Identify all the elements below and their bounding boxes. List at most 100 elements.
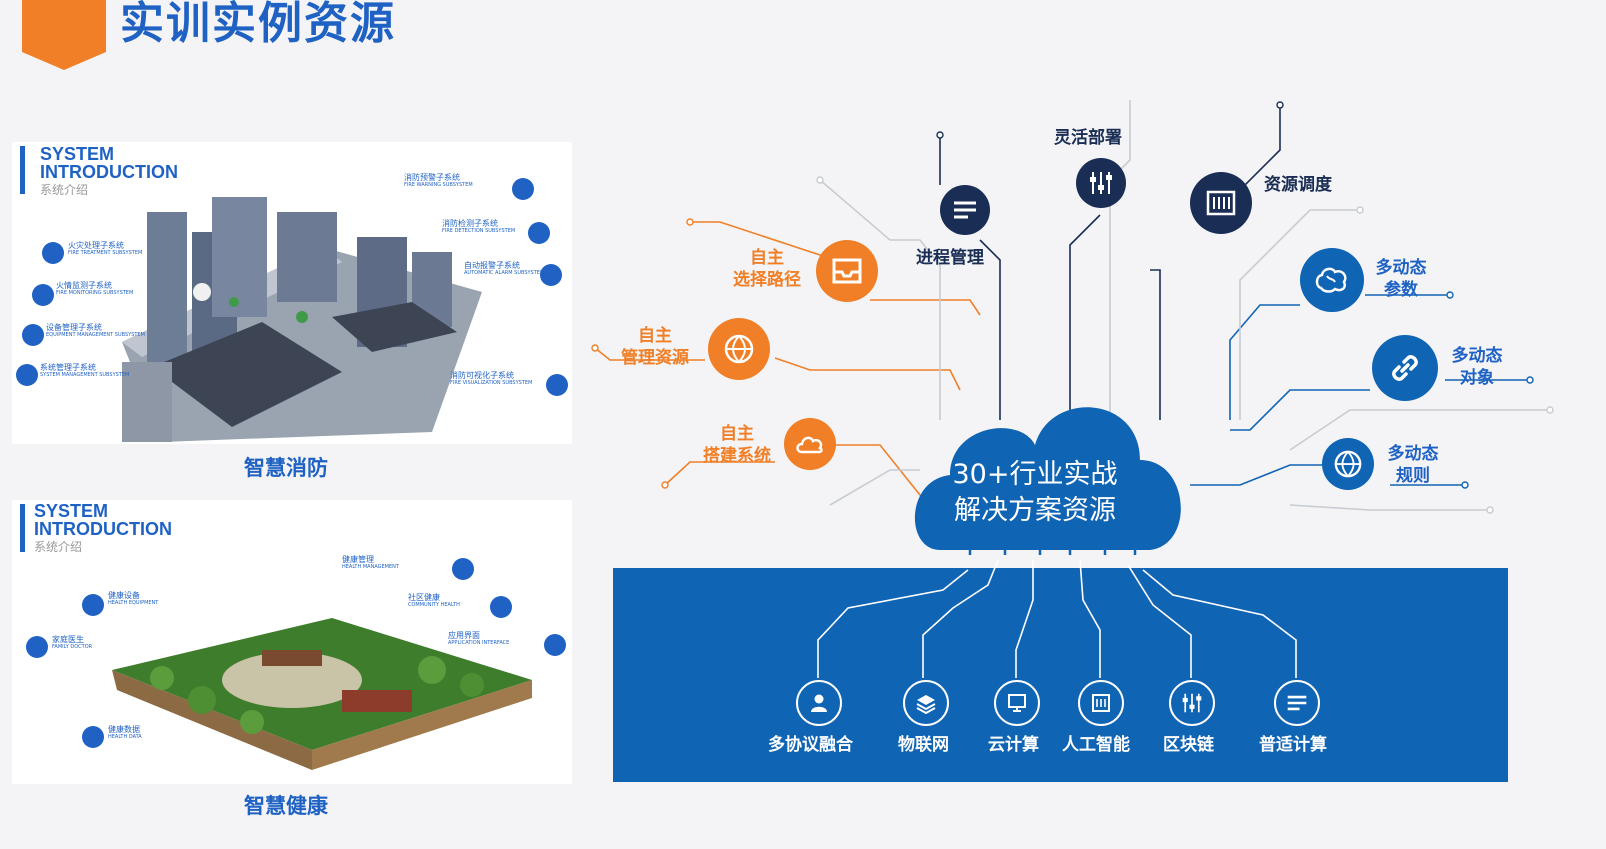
- solution-cloud: [914, 407, 1181, 555]
- link-icon: [1392, 355, 1418, 381]
- blue-label-1-line2: 参数: [1384, 280, 1418, 300]
- sliders-icon: [1090, 172, 1112, 194]
- fire-label-en: FIRE DETECTION SUBSYSTEM: [442, 228, 516, 234]
- brain-icon: [1315, 267, 1347, 293]
- base-label: 物联网: [898, 735, 949, 755]
- fire-label-cn: 消防可视化子系统: [450, 371, 514, 380]
- flexible-deploy-node: [1076, 158, 1126, 208]
- base-cloud-computing-node: [994, 680, 1040, 726]
- blue-label-2-line1: 多动态: [1451, 346, 1503, 366]
- health-label-cn: 健康管理: [342, 555, 374, 564]
- globe-icon: [1334, 450, 1362, 478]
- fire-label-en: AUTOMATIC ALARM SUBSYSTEM: [464, 270, 545, 276]
- blue-label-1-line1: 多动态: [1375, 258, 1427, 278]
- health-park-illustration: [112, 618, 532, 770]
- fire-label-en: FIRE TREATMENT SUBSYSTEM: [68, 250, 143, 256]
- blue-label-3-line2: 规则: [1396, 466, 1430, 486]
- globe-icon: [724, 334, 754, 364]
- health-label-en: HEALTH EQUIPMENT: [108, 600, 159, 606]
- list-icon: [1287, 695, 1307, 711]
- fire-label-cn: 消防检测子系统: [442, 219, 498, 228]
- server-icon: [1206, 190, 1236, 216]
- layers-icon: [916, 695, 936, 714]
- smart-health-panel: SYSTEM INTRODUCTION 系统介绍 健康管理 HEALTH MAN…: [12, 500, 572, 784]
- blue-label-3-line1: 多动态: [1387, 444, 1439, 464]
- fire-label-cn: 系统管理子系统: [40, 363, 96, 372]
- base-label: 普适计算: [1259, 735, 1327, 755]
- inbox-icon: [832, 258, 862, 284]
- smart-fire-panel: SYSTEM INTRODUCTION 系统介绍 消防预警子系统 FIRE WA…: [12, 142, 572, 444]
- health-label-en: HEALTH MANAGEMENT: [342, 564, 399, 570]
- base-label: 区块链: [1163, 735, 1214, 755]
- heading-cn: 系统介绍: [40, 183, 89, 197]
- base-connector-lines: [817, 559, 1297, 678]
- orange-label-2-line2: 管理资源: [621, 348, 689, 368]
- dynamic-rules-node: [1322, 438, 1374, 490]
- heading-bar: [20, 146, 25, 194]
- fire-label-en: FIRE MONITORING SUBSYSTEM: [56, 290, 134, 296]
- health-label-cn: 健康设备: [108, 591, 140, 600]
- treatment-icon: [42, 242, 64, 264]
- alarm-icon: [512, 178, 534, 200]
- navy-label-process: 进程管理: [916, 248, 984, 268]
- puzzle-icon: [16, 364, 38, 386]
- fire-label-en: FIRE VISUALIZATION SUBSYSTEM: [450, 380, 533, 386]
- base-pervasive-computing-node: [1274, 680, 1320, 726]
- self-build-system-node: [784, 418, 836, 470]
- heading-en-2: INTRODUCTION: [34, 519, 172, 539]
- caption-smart-health: 智慧健康: [244, 794, 328, 818]
- fire-label-cn: 火情监测子系统: [56, 281, 112, 290]
- sliders-icon: [1182, 693, 1202, 713]
- orange-label-1-line2: 选择路径: [733, 270, 801, 290]
- heading-bar: [20, 504, 25, 552]
- caption-smart-fire: 智慧消防: [244, 456, 328, 480]
- heading-en-1: SYSTEM: [34, 501, 109, 521]
- base-ai-node: [1078, 680, 1124, 726]
- app-interface-icon: [544, 634, 566, 656]
- health-label-en: FAMILY DOCTOR: [52, 644, 93, 650]
- doctor-icon: [26, 636, 48, 658]
- navy-label-deploy: 灵活部署: [1054, 128, 1122, 148]
- navy-label-schedule: 资源调度: [1264, 175, 1332, 195]
- fire-label-cn: 自动报警子系统: [464, 261, 520, 270]
- cloud-icon: [796, 436, 823, 454]
- heading-en-1: SYSTEM: [40, 144, 115, 164]
- fire-label-en: SYSTEM MANAGEMENT SUBSYSTEM: [40, 372, 130, 378]
- community-house-icon: [490, 596, 512, 618]
- self-select-path-node: [816, 240, 878, 302]
- heading-en-2: INTRODUCTION: [40, 162, 178, 182]
- dynamic-objects-node: [1372, 335, 1438, 401]
- heading-cn: 系统介绍: [34, 540, 83, 554]
- base-blockchain-node: [1169, 680, 1215, 726]
- list-icon: [954, 201, 976, 219]
- orange-label-3-line1: 自主: [720, 424, 754, 444]
- health-label-en: HEALTH DATA: [108, 734, 142, 740]
- blue-label-2-line2: 对象: [1460, 368, 1494, 388]
- dynamic-params-node: [1300, 248, 1364, 312]
- cloud-compute-icon: [1008, 694, 1026, 712]
- fire-label-en: EQUIPMENT MANAGEMENT SUBSYSTEM: [46, 332, 145, 338]
- monitor-icon: [528, 222, 550, 244]
- base-label: 云计算: [988, 735, 1039, 755]
- fire-building-illustration: [122, 197, 482, 442]
- alarm-panel-icon: [540, 264, 562, 286]
- flame-icon: [32, 284, 54, 306]
- chat-icon: [546, 374, 568, 396]
- self-manage-resource-node: [708, 318, 770, 380]
- health-label-cn: 应用界面: [448, 631, 480, 640]
- resource-scheduling-node: [1190, 172, 1252, 234]
- base-iot-node: [903, 680, 949, 726]
- title-tab-shape: [22, 0, 106, 70]
- fire-label-cn: 设备管理子系统: [46, 323, 102, 332]
- health-device-icon: [82, 594, 104, 616]
- health-label-en: COMMUNITY HEALTH: [408, 602, 460, 608]
- health-data-icon: [82, 726, 104, 748]
- orange-label-3-line2: 搭建系统: [703, 446, 771, 466]
- health-label-cn: 家庭医生: [52, 635, 84, 644]
- fire-label-cn: 消防预警子系统: [404, 173, 460, 182]
- base-label: 人工智能: [1062, 735, 1130, 755]
- health-label-cn: 社区健康: [408, 593, 440, 602]
- ai-icon: [1092, 694, 1110, 712]
- fire-label-en: FIRE WARNING SUBSYSTEM: [404, 182, 473, 188]
- base-label: 多协议融合: [768, 735, 853, 755]
